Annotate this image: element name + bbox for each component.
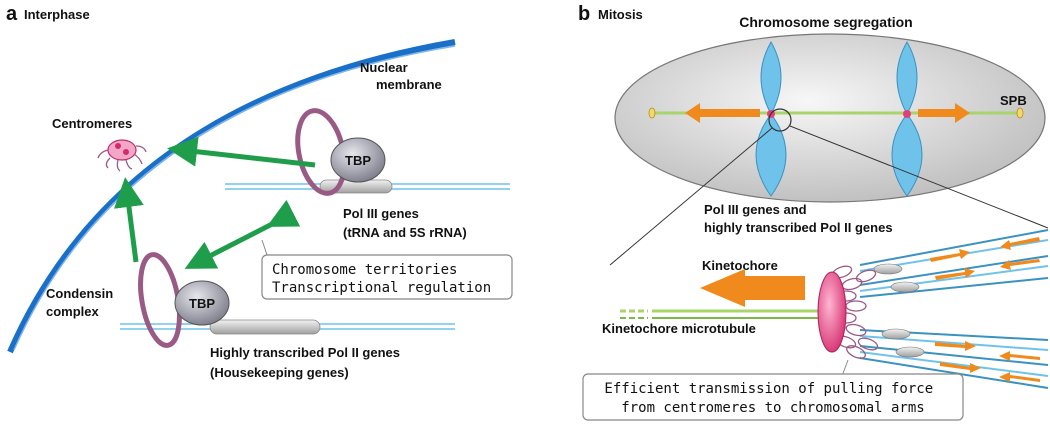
arm-arrow-8 (999, 372, 1040, 382)
chromosome-arms-upper (859, 229, 1049, 298)
kinetochore-microtubule (620, 309, 820, 319)
kinetochore-label: Kinetochore (702, 258, 778, 273)
arrow-pull-left (700, 269, 805, 307)
green-arrows (114, 136, 316, 269)
gene-blob-3 (881, 328, 911, 340)
tbp-bottom (174, 280, 230, 326)
callout-b-box (582, 373, 964, 421)
callout-b-pointer (841, 359, 849, 377)
cell-body (614, 33, 1046, 203)
panel-a-title: Interphase (24, 7, 90, 22)
zoom-circle (768, 108, 792, 132)
nuclear-membrane-label: Nuclear membrane (360, 60, 442, 92)
callout-a-text: Chromosome territories Transcriptional r… (272, 262, 491, 296)
arm-arrow-7 (940, 362, 981, 373)
spb-right (1016, 107, 1024, 119)
gene-blob-4 (895, 346, 925, 358)
segregation-label: Chromosome segregation (739, 14, 912, 30)
centromere-cluster (97, 139, 147, 172)
genes-label-b: Pol III genes and highly transcribed Pol… (704, 202, 893, 235)
arrow-pol3-to-centromere (167, 136, 316, 168)
arrow-segregate-left (685, 103, 760, 123)
tbp-bottom-label: TBP (189, 296, 215, 311)
chromosome-left (755, 40, 787, 197)
pol2-gene-bar (209, 319, 321, 335)
panel-a-letter: a (6, 3, 18, 25)
arrow-condensin-to-centromere (114, 177, 144, 263)
arm-arrow-6 (999, 351, 1040, 361)
arm-arrow-5 (935, 341, 976, 351)
spb-label: SPB (1000, 93, 1027, 108)
spb-left (648, 107, 656, 119)
tbp-top (330, 137, 386, 183)
arrow-segregate-right (918, 103, 970, 123)
tbp-top-label: TBP (345, 153, 371, 168)
gene-blob-2 (890, 281, 920, 293)
orange-arm-arrows (930, 237, 1040, 382)
callout-a-box (261, 254, 513, 300)
panel-b-letter: b (578, 3, 590, 25)
gene-blob-1 (873, 263, 903, 275)
arm-arrow-2 (1000, 237, 1040, 250)
arrow-pol3-pol2-bidirectional (184, 199, 301, 269)
arm-arrow-1 (930, 249, 970, 262)
pol3-genes-label: Pol III genes (tRNA and 5S rRNA) (343, 206, 467, 240)
condensin-label: Condensin complex (46, 286, 117, 319)
arm-arrow-4 (1000, 259, 1040, 270)
arm-arrow-3 (935, 268, 975, 280)
kinetochore (817, 271, 847, 353)
microtubule-label: Kinetochore microtubule (602, 321, 756, 336)
pol2-genes-label: Highly transcribed Pol II genes (Houseke… (210, 345, 404, 380)
centromeres-label: Centromeres (52, 116, 132, 131)
panel-b-title: Mitosis (598, 7, 643, 22)
zoom-line-right (789, 125, 1049, 229)
zoom-line-left (609, 127, 773, 266)
callout-b-text: Efficient transmission of pulling force … (604, 381, 941, 416)
